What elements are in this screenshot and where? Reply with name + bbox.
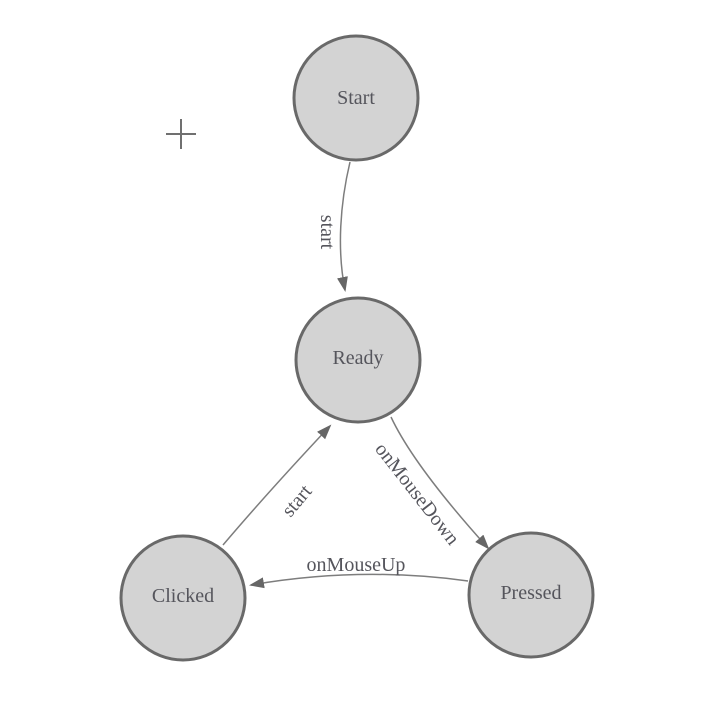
state-node-start-circle[interactable]	[292, 34, 420, 162]
transition-edge-clicked-to-ready[interactable]	[222, 424, 332, 546]
transition-edge-start-to-ready[interactable]	[337, 161, 351, 292]
transition-edge-pressed-to-clicked[interactable]	[249, 573, 469, 589]
edge-label-clicked-to-ready: start	[278, 480, 317, 521]
origin-crosshair-icon	[166, 119, 196, 149]
node-label-clicked: Clicked	[152, 585, 214, 607]
edge-label-start-to-ready: start	[316, 215, 338, 250]
state-node-clicked-circle[interactable]	[119, 534, 247, 662]
edge-label-pressed-to-clicked: onMouseUp	[307, 554, 406, 576]
node-label-pressed: Pressed	[500, 582, 561, 604]
state-node-start[interactable]: Start	[292, 34, 420, 162]
transition-edge-ready-to-pressed[interactable]	[390, 416, 490, 550]
state-node-clicked[interactable]: Clicked	[119, 534, 247, 662]
state-node-ready-circle[interactable]	[294, 296, 422, 424]
state-node-ready[interactable]: Ready	[294, 296, 422, 424]
state-node-pressed[interactable]: Pressed	[467, 531, 595, 659]
state-node-pressed-circle[interactable]	[467, 531, 595, 659]
node-label-start: Start	[337, 87, 375, 109]
node-label-ready: Ready	[332, 347, 383, 369]
edge-label-ready-to-pressed: onMouseDown	[370, 439, 463, 550]
